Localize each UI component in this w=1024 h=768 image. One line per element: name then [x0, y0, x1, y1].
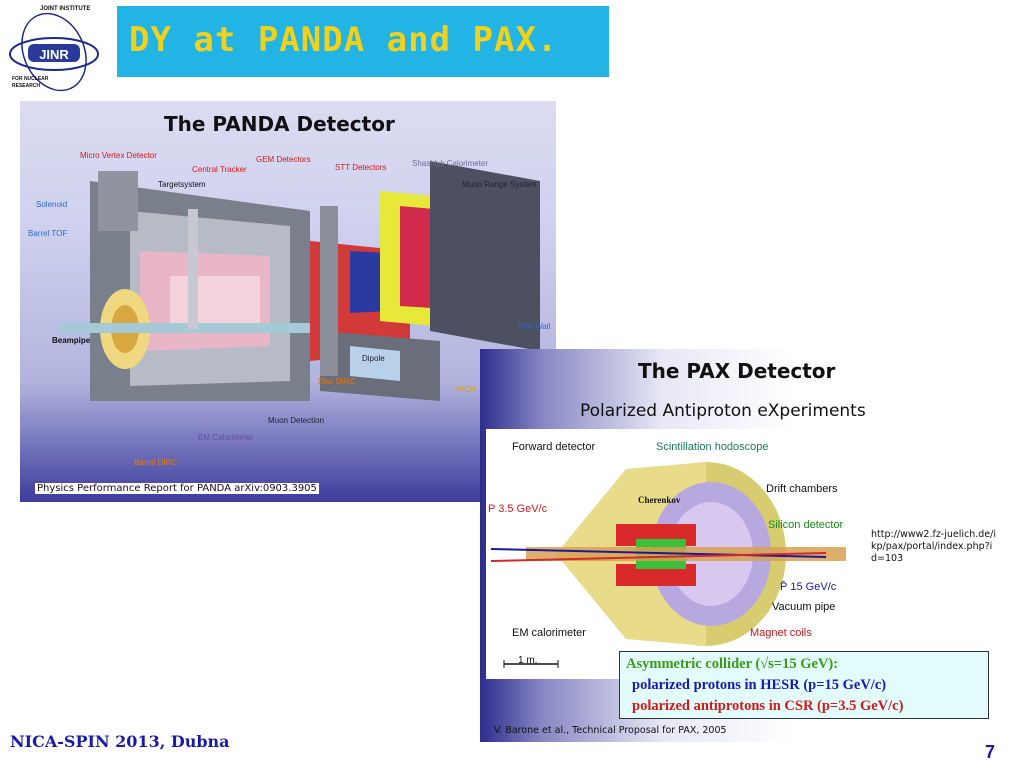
jinr-logo: JINR JOINT INSTITUTE FOR NUCLEAR RESEARC… [2, 2, 112, 98]
pax-subtitle: Polarized Antiproton eXperiments [580, 401, 866, 421]
label-muon-detection: Muon Detection [268, 416, 324, 425]
collider-line1: Asymmetric collider (√s=15 GeV): [626, 656, 838, 673]
label-barrel-dirc: Barrel DIRC [134, 458, 177, 467]
logo-line2: FOR NUCLEAR [12, 76, 48, 83]
pax-diagram: Forward detector Scintillation hodoscope… [486, 429, 851, 679]
label-barrel-tof: Barrel TOF [28, 229, 67, 238]
title-bar: DY at PANDA and PAX. [117, 6, 609, 77]
label-scale: 1 m. [518, 655, 537, 666]
collider-box: Asymmetric collider (√s=15 GeV): polariz… [619, 651, 989, 719]
pax-detector-drawing [486, 429, 851, 679]
label-solenoid: Solenoid [36, 200, 67, 209]
pax-figure: The PAX Detector Polarized Antiproton eX… [480, 349, 1005, 742]
label-silicon: Silicon detector [768, 519, 843, 531]
pax-caption: V. Barone et al., Technical Proposal for… [494, 725, 727, 736]
collider-line3: polarized antiprotons in CSR (p=3.5 GeV/… [632, 698, 903, 715]
label-em-calorimeter: EM Calorimeter [198, 433, 254, 442]
pax-url: http://www2.fz-juelich.de/ikp/pax/portal… [871, 529, 996, 565]
label-vacuum: Vacuum pipe [772, 601, 835, 613]
label-targetsystem: Targetsystem [158, 180, 206, 189]
label-rich: RICH [456, 385, 476, 394]
label-disc-dirc: Disc DIRC [318, 377, 355, 386]
label-p35: P 3.5 GeV/c [488, 503, 547, 515]
pax-title: The PAX Detector [638, 359, 835, 383]
panda-caption: Physics Performance Report for PANDA arX… [35, 483, 319, 494]
label-drift: Drift chambers [766, 483, 838, 495]
footer-text: NICA-SPIN 2013, Dubna [10, 732, 230, 751]
label-magnet: Magnet coils [750, 627, 812, 639]
label-pbar15: P̄ 15 GeV/c [780, 581, 836, 593]
collider-line2: polarized protons in HESR (p=15 GeV/c) [632, 677, 886, 694]
page-number: 7 [985, 742, 995, 763]
svg-text:JINR: JINR [39, 47, 69, 62]
label-central-tracker: Central Tracker [192, 165, 247, 174]
label-em-cal: EM calorimeter [512, 627, 586, 639]
logo-text-top: JOINT INSTITUTE [40, 6, 90, 12]
label-muon-range: Muon Range System [462, 180, 537, 189]
label-stt: STT Detectors [335, 163, 386, 172]
label-dipole: Dipole [362, 354, 385, 363]
label-shashlyk: Shashlyk Calorimeter [412, 159, 488, 168]
label-micro-vertex: Micro Vertex Detector [80, 151, 157, 160]
panda-figure: The PANDA Detector Micro Vertex Detector… [20, 101, 556, 502]
label-cherenkov: Cherenkov [638, 495, 680, 505]
label-forward-detector: Forward detector [512, 441, 595, 453]
slide-title: DY at PANDA and PAX. [129, 20, 558, 60]
label-tof-wall: TOF Wall [517, 322, 550, 331]
label-scint: Scintillation hodoscope [656, 441, 769, 453]
label-beampipe: Beampipe [52, 336, 90, 345]
logo-text-bottom: FOR NUCLEAR RESEARCH [12, 76, 48, 90]
logo-line3: RESEARCH [12, 83, 48, 90]
label-gem: GEM Detectors [256, 155, 311, 164]
